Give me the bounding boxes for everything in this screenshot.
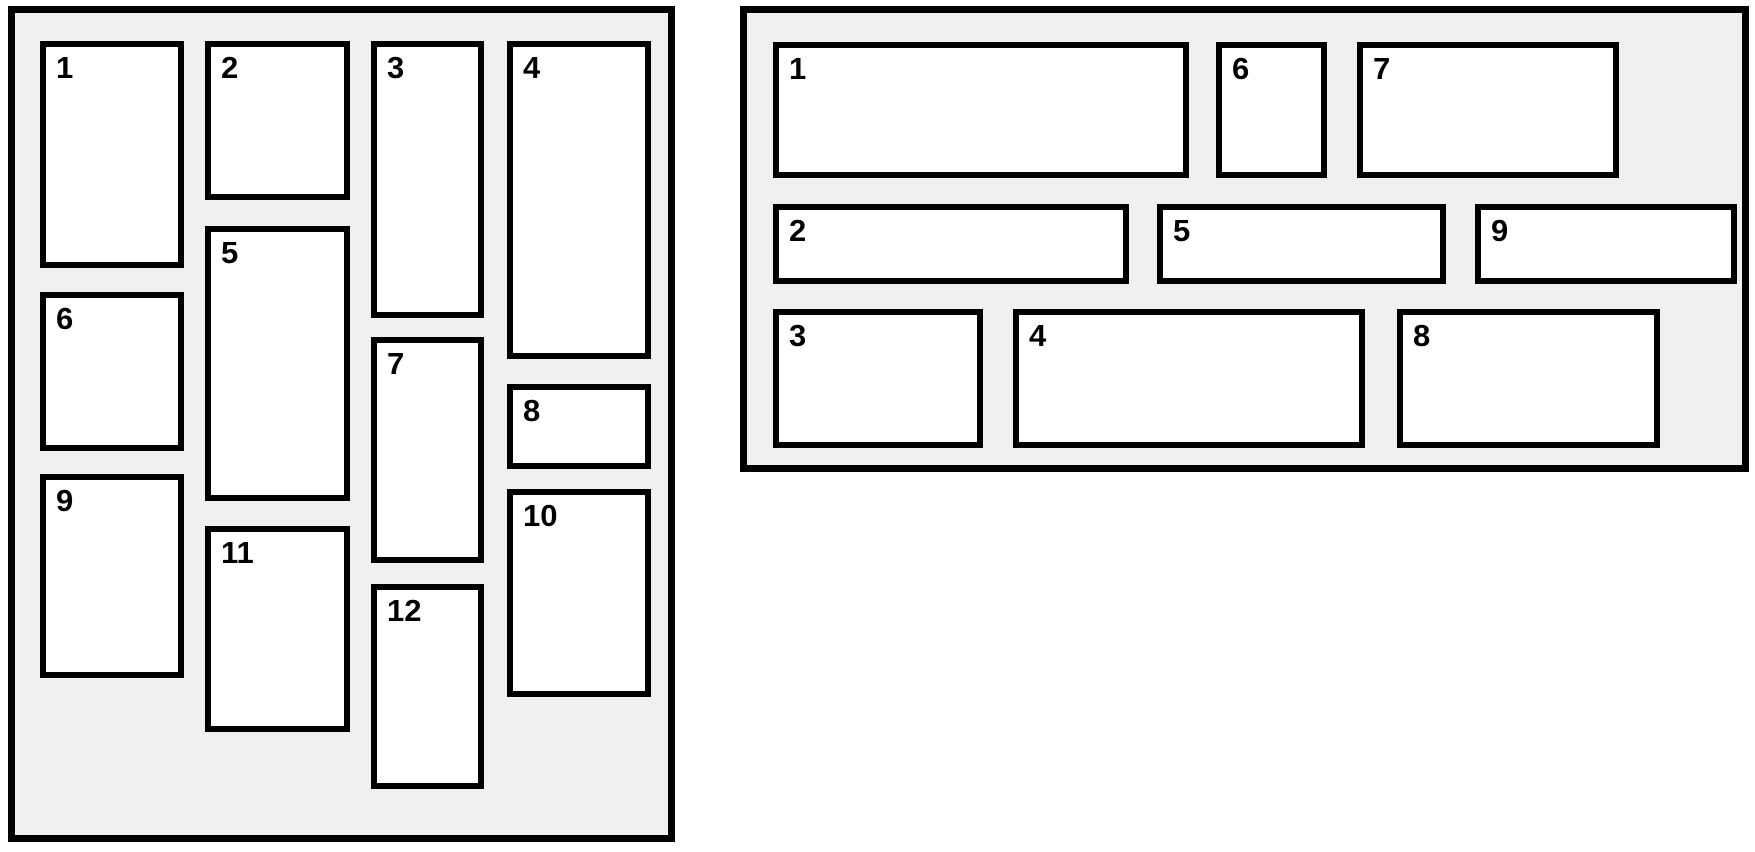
masonry-item-vertical-masonry-10: 10 (507, 489, 651, 697)
masonry-item-vertical-masonry-2: 2 (205, 41, 350, 200)
item-number-label: 3 (789, 318, 807, 353)
item-number-label: 5 (221, 235, 239, 270)
masonry-item-vertical-masonry-12: 12 (371, 584, 484, 789)
masonry-item-vertical-masonry-5: 5 (205, 226, 350, 501)
item-number-label: 1 (789, 51, 807, 86)
masonry-item-horizontal-masonry-7: 7 (1357, 42, 1619, 178)
masonry-item-horizontal-masonry-1: 1 (773, 42, 1189, 178)
masonry-item-vertical-masonry-1: 1 (40, 41, 184, 268)
item-number-label: 7 (1373, 51, 1391, 86)
item-number-label: 9 (56, 483, 74, 518)
horizontal-masonry-panel: 1 2 3 4 5 6 7 8 9 (740, 6, 1749, 472)
item-number-label: 6 (56, 301, 74, 336)
item-number-label: 8 (523, 393, 541, 428)
item-number-label: 4 (1029, 318, 1047, 353)
masonry-item-vertical-masonry-9: 9 (40, 474, 184, 678)
masonry-item-horizontal-masonry-4: 4 (1013, 309, 1365, 448)
item-number-label: 2 (221, 50, 239, 85)
item-number-label: 1 (56, 50, 74, 85)
item-number-label: 10 (523, 498, 558, 533)
masonry-item-horizontal-masonry-6: 6 (1216, 42, 1327, 178)
item-number-label: 3 (387, 50, 405, 85)
item-number-label: 4 (523, 50, 541, 85)
item-number-label: 9 (1491, 213, 1509, 248)
masonry-item-vertical-masonry-8: 8 (507, 384, 651, 469)
item-number-label: 7 (387, 346, 405, 381)
masonry-item-vertical-masonry-7: 7 (371, 337, 484, 563)
item-number-label: 12 (387, 593, 422, 628)
masonry-item-vertical-masonry-3: 3 (371, 41, 484, 318)
masonry-item-horizontal-masonry-3: 3 (773, 309, 983, 448)
masonry-item-horizontal-masonry-5: 5 (1157, 204, 1446, 284)
item-number-label: 11 (221, 535, 254, 570)
item-number-label: 5 (1173, 213, 1191, 248)
masonry-item-vertical-masonry-11: 11 (205, 526, 350, 732)
item-number-label: 6 (1232, 51, 1250, 86)
masonry-item-horizontal-masonry-8: 8 (1397, 309, 1660, 448)
item-number-label: 2 (789, 213, 807, 248)
item-number-label: 8 (1413, 318, 1431, 353)
masonry-item-vertical-masonry-6: 6 (40, 292, 184, 451)
masonry-item-horizontal-masonry-9: 9 (1475, 204, 1737, 284)
masonry-item-horizontal-masonry-2: 2 (773, 204, 1129, 284)
masonry-item-vertical-masonry-4: 4 (507, 41, 651, 359)
